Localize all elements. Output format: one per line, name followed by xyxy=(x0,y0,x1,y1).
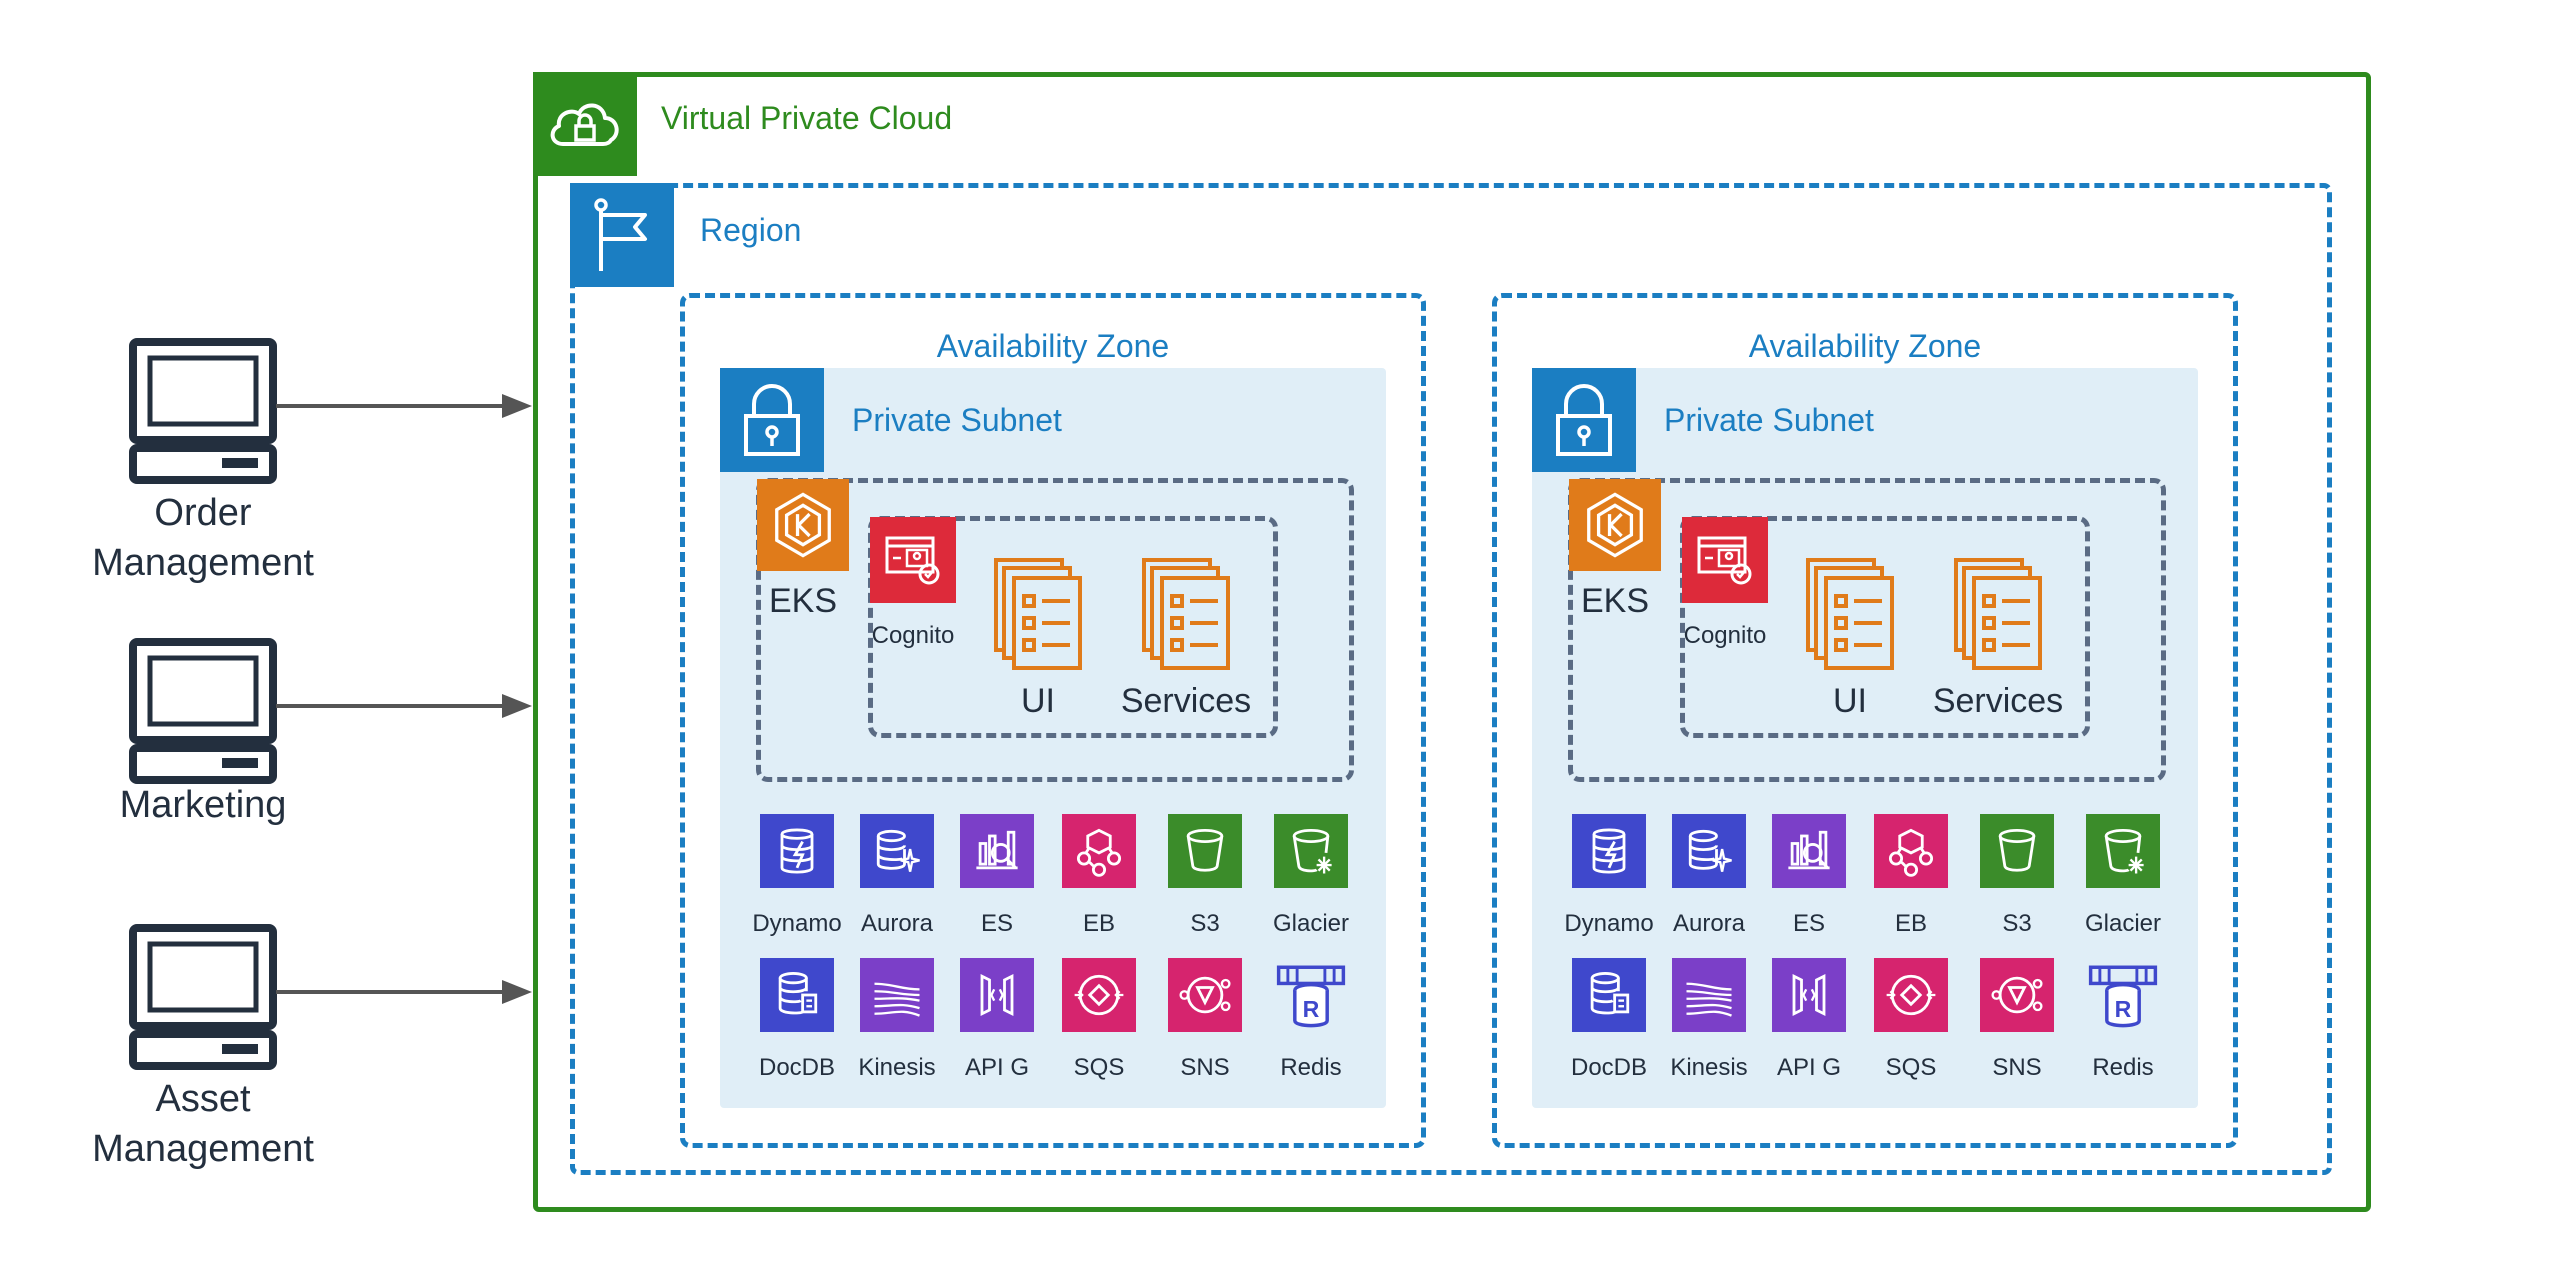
service-label: Kinesis xyxy=(1670,1054,1748,1081)
redis-icon: R xyxy=(1274,958,1348,1032)
elasticsearch-icon xyxy=(1772,814,1846,888)
connection-arrow xyxy=(276,978,534,1006)
eks-cluster-box xyxy=(756,478,1354,782)
cognito-icon xyxy=(1682,517,1768,603)
availability-zone-container xyxy=(680,293,1426,1148)
region-title: Region xyxy=(700,212,802,248)
cognito-label: Cognito xyxy=(871,622,955,649)
application-box xyxy=(868,516,1278,738)
padlock-icon xyxy=(720,368,824,472)
availability-zone-title: Availability Zone xyxy=(1748,328,1982,364)
document-stack-icon xyxy=(1804,556,1896,672)
availability-zone-title: Availability Zone xyxy=(936,328,1170,364)
service-label: API G xyxy=(964,1054,1030,1081)
vpc-title: Virtual Private Cloud xyxy=(661,100,953,136)
service-label: DocDB xyxy=(758,1054,836,1081)
service-label: Dynamo xyxy=(1564,910,1654,937)
sqs-icon xyxy=(1062,958,1136,1032)
kinesis-icon xyxy=(860,958,934,1032)
documentdb-icon xyxy=(1572,958,1646,1032)
svg-text:R: R xyxy=(1303,996,1320,1022)
desktop-computer-icon xyxy=(128,638,278,784)
redis-icon: R xyxy=(2086,958,2160,1032)
service-label: Glacier xyxy=(2084,910,2162,937)
s3-bucket-icon xyxy=(1168,814,1242,888)
sqs-icon xyxy=(1874,958,1948,1032)
client-label: Asset Management xyxy=(92,1078,314,1170)
kinesis-icon xyxy=(1672,958,1746,1032)
client-label: Order Management xyxy=(92,492,314,584)
service-label: S3 xyxy=(2002,910,2032,937)
region-container xyxy=(570,183,2332,1175)
vpc-container xyxy=(533,72,2371,1212)
sns-icon xyxy=(1980,958,2054,1032)
sns-icon xyxy=(1168,958,1242,1032)
service-label: Aurora xyxy=(860,910,934,937)
dynamodb-icon xyxy=(760,814,834,888)
desktop-computer-icon xyxy=(128,338,278,484)
service-label: Kinesis xyxy=(858,1054,936,1081)
service-label: ES xyxy=(980,910,1013,937)
service-label: S3 xyxy=(1190,910,1220,937)
application-box xyxy=(1680,516,2090,738)
desktop-computer-icon xyxy=(128,924,278,1070)
service-label: Redis xyxy=(1280,1054,1342,1081)
glacier-icon xyxy=(2086,814,2160,888)
aurora-icon xyxy=(1672,814,1746,888)
connection-arrow xyxy=(276,392,534,420)
app-label: Services xyxy=(1120,682,1252,720)
eks-label: EKS xyxy=(1580,582,1650,620)
svg-text:R: R xyxy=(2115,996,2132,1022)
api-gateway-icon xyxy=(1772,958,1846,1032)
app-label: UI xyxy=(1021,682,1055,720)
dynamodb-icon xyxy=(1572,814,1646,888)
client-label: Marketing xyxy=(119,784,287,826)
eks-label: EKS xyxy=(768,582,838,620)
service-label: API G xyxy=(1776,1054,1842,1081)
padlock-icon xyxy=(1532,368,1636,472)
eventbridge-icon xyxy=(1062,814,1136,888)
document-stack-icon xyxy=(1140,556,1232,672)
service-label: SQS xyxy=(1073,1054,1125,1081)
documentdb-icon xyxy=(760,958,834,1032)
s3-bucket-icon xyxy=(1980,814,2054,888)
flag-icon xyxy=(570,183,674,287)
service-label: Aurora xyxy=(1672,910,1746,937)
service-label: EB xyxy=(1082,910,1115,937)
app-label: UI xyxy=(1833,682,1867,720)
eks-kubernetes-icon xyxy=(757,479,849,571)
api-gateway-icon xyxy=(960,958,1034,1032)
private-subnet-title: Private Subnet xyxy=(852,402,1062,438)
eks-cluster-box xyxy=(1568,478,2166,782)
service-label: SNS xyxy=(1180,1054,1230,1081)
app-label: Services xyxy=(1932,682,2064,720)
document-stack-icon xyxy=(1952,556,2044,672)
glacier-icon xyxy=(1274,814,1348,888)
service-label: EB xyxy=(1894,910,1927,937)
cognito-icon xyxy=(870,517,956,603)
cloud-lock-icon xyxy=(533,72,637,176)
service-label: ES xyxy=(1792,910,1825,937)
service-label: Glacier xyxy=(1272,910,1350,937)
service-label: SNS xyxy=(1992,1054,2042,1081)
elasticsearch-icon xyxy=(960,814,1034,888)
service-label: DocDB xyxy=(1570,1054,1648,1081)
private-subnet-title: Private Subnet xyxy=(1664,402,1874,438)
availability-zone-container xyxy=(1492,293,2238,1148)
service-label: Dynamo xyxy=(752,910,842,937)
cognito-label: Cognito xyxy=(1683,622,1767,649)
connection-arrow xyxy=(276,692,534,720)
service-label: SQS xyxy=(1885,1054,1937,1081)
document-stack-icon xyxy=(992,556,1084,672)
aurora-icon xyxy=(860,814,934,888)
eks-kubernetes-icon xyxy=(1569,479,1661,571)
service-label: Redis xyxy=(2092,1054,2154,1081)
eventbridge-icon xyxy=(1874,814,1948,888)
